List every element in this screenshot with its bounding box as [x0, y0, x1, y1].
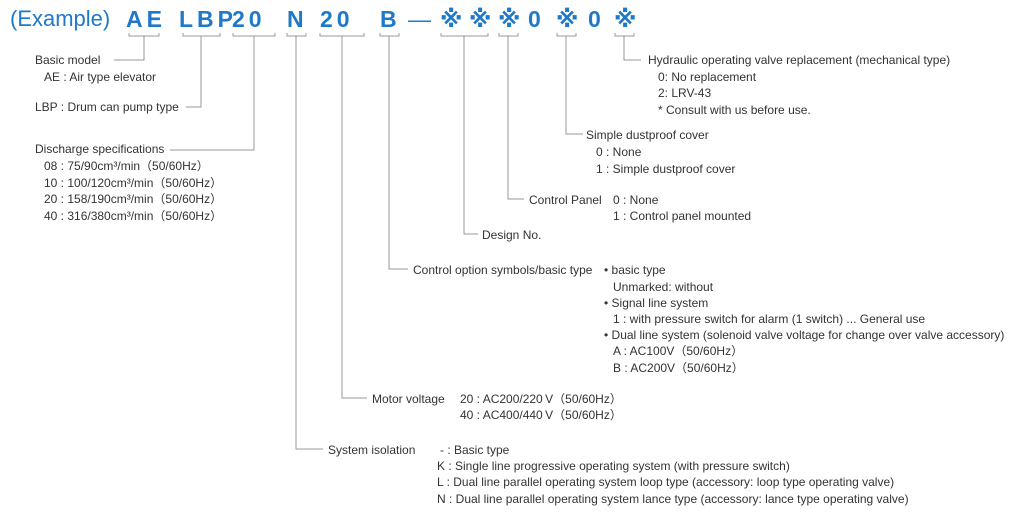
dust-cover-item: 0 : None	[596, 145, 642, 159]
control-panel-item: 0 : None	[613, 193, 659, 207]
code-control: B	[380, 6, 401, 32]
leader-basic-model	[114, 36, 145, 61]
bracket-lbp	[182, 33, 221, 37]
control-panel-item: 1 : Control panel mounted	[613, 209, 752, 223]
control-option-item: • basic type	[604, 263, 666, 277]
discharge-title: Discharge specifications	[35, 142, 165, 156]
code-lbp: LBP	[179, 6, 237, 32]
discharge-item: 40 : 316/380cm³/min（50/60Hz）	[44, 209, 223, 223]
motor-voltage-item: 40 : AC400/440 V（50/60Hz）	[460, 408, 622, 422]
lbp-title: LBP : Drum can pump type	[35, 100, 179, 114]
control-option-item: • Signal line system	[604, 296, 709, 310]
valve-replacement-item: 0: No replacement	[658, 70, 757, 84]
control-option-item: • Dual line system (solenoid valve volta…	[604, 328, 1005, 342]
code-design-2: ※	[469, 6, 496, 32]
bracket-isolation	[319, 33, 365, 37]
leader-discharge	[170, 36, 255, 151]
leader-design	[463, 36, 478, 235]
system-isolation-item: - : Basic type	[440, 443, 510, 457]
motor-voltage-title: Motor voltage	[372, 392, 445, 406]
basic-model-title: Basic model	[35, 53, 101, 67]
bracket-ae	[128, 33, 160, 37]
control-option-item: Unmarked: without	[613, 280, 714, 294]
code-end-mark: ※	[614, 6, 641, 32]
code-ae: AE	[126, 6, 166, 32]
discharge-item: 10 : 100/120cm³/min（50/60Hz）	[44, 176, 223, 190]
code-dash: —	[408, 6, 435, 32]
system-isolation-item: N : Dual line parallel operating system …	[437, 492, 909, 506]
code-isolation: 20	[320, 6, 354, 32]
example-heading: (Example)	[10, 6, 111, 31]
code-motor: N	[287, 6, 308, 32]
design-no-title: Design No.	[482, 228, 542, 242]
leader-valve	[623, 36, 641, 61]
bracket-control	[379, 33, 400, 37]
bracket-discharge	[232, 33, 276, 37]
system-isolation-item: L : Dual line parallel operating system …	[437, 475, 895, 489]
bracket-panel	[498, 33, 519, 37]
bracket-motor	[286, 33, 307, 37]
motor-voltage-item: 20 : AC200/220 V（50/60Hz）	[460, 392, 622, 406]
dust-cover-title: Simple dustproof cover	[586, 128, 709, 142]
control-option-title: Control option symbols/basic type	[413, 263, 593, 277]
leader-dust-cover	[565, 36, 583, 135]
code-valve-mark: ※	[556, 6, 583, 32]
code-design-1: ※	[440, 6, 467, 32]
code-panel: ※	[498, 6, 525, 32]
bracket-cover	[556, 33, 577, 37]
bracket-design	[440, 33, 489, 37]
system-isolation-item: K : Single line progressive operating sy…	[437, 459, 790, 473]
control-option-item: 1 : with pressure switch for alarm (1 sw…	[613, 312, 926, 326]
dust-cover-item: 1 : Simple dustproof cover	[596, 162, 736, 176]
control-option-item: A : AC100V（50/60Hz）	[613, 344, 744, 358]
code-cover-prefix: 0	[528, 6, 545, 32]
leader-control-panel	[507, 36, 524, 200]
code-discharge: 20	[232, 6, 266, 32]
leader-control-option	[388, 36, 408, 270]
valve-replacement-item: 2: LRV-43	[658, 86, 712, 100]
valve-replacement-title: Hydraulic operating valve replacement (m…	[648, 53, 951, 67]
discharge-item: 20 : 158/190cm³/min（50/60Hz）	[44, 192, 223, 206]
discharge-item: 08 : 75/90cm³/min（50/60Hz）	[44, 159, 209, 173]
system-isolation-title: System isolation	[328, 443, 416, 457]
code-valve: 0	[588, 6, 605, 32]
leader-system-isolation	[295, 36, 323, 450]
valve-replacement-item: * Consult with us before use.	[658, 103, 811, 117]
leader-lbp	[186, 36, 202, 108]
control-panel-title: Control Panel	[529, 193, 602, 207]
control-option-item: B : AC200V（50/60Hz）	[613, 361, 744, 375]
basic-model-value: AE : Air type elevator	[44, 70, 157, 84]
bracket-valve	[614, 33, 635, 37]
leader-motor-voltage	[341, 36, 367, 399]
